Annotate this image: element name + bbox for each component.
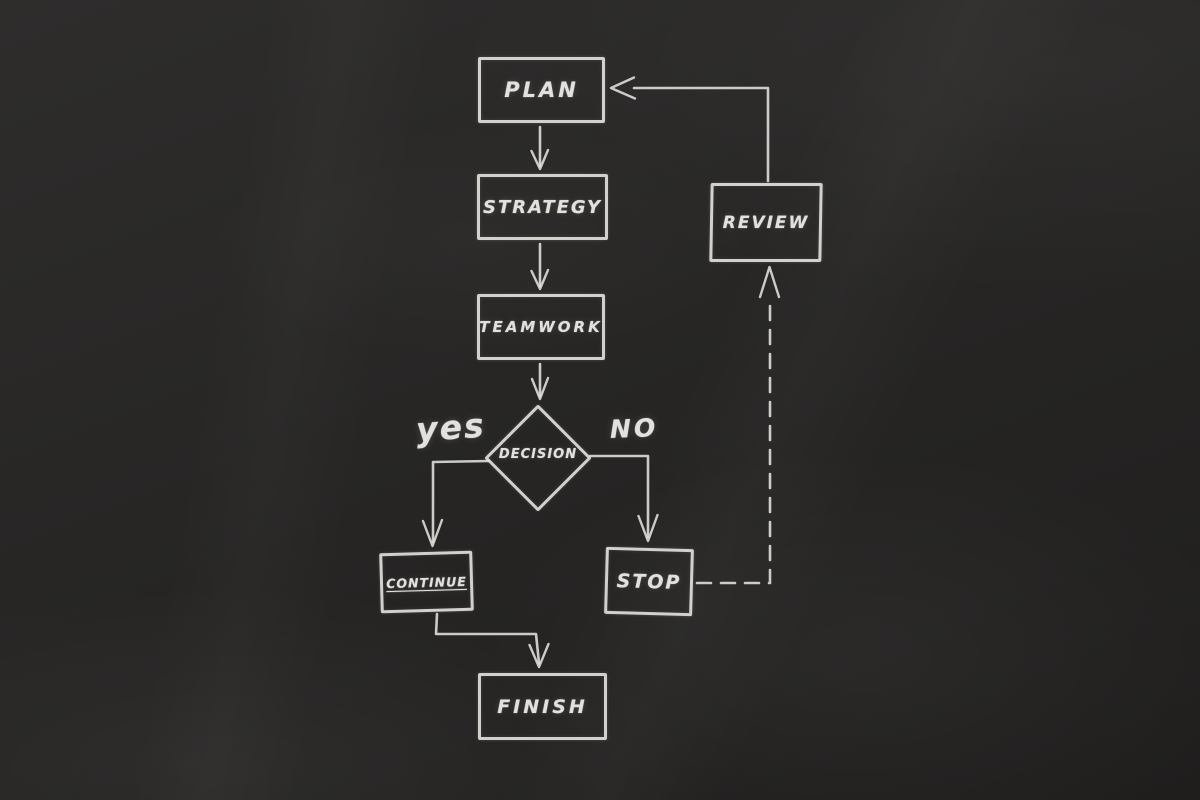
node-teamwork-label: TEAMWORK xyxy=(479,318,603,336)
edge-label-yes: yes xyxy=(414,405,487,450)
node-decision-label: DECISION xyxy=(498,447,578,462)
node-strategy-label: STRATEGY xyxy=(483,196,602,218)
node-finish: FINISH xyxy=(478,673,607,740)
node-plan-label: PLAN xyxy=(504,78,579,102)
node-review: REVIEW xyxy=(709,183,823,262)
node-finish-label: FINISH xyxy=(497,695,588,718)
node-continue-label: CONTINUE xyxy=(386,573,467,591)
node-stop-label: STOP xyxy=(616,569,682,594)
node-teamwork: TEAMWORK xyxy=(477,294,605,360)
node-continue: CONTINUE xyxy=(379,550,474,614)
node-strategy: STRATEGY xyxy=(477,174,608,240)
node-plan: PLAN xyxy=(478,57,605,123)
node-review-label: REVIEW xyxy=(722,212,810,233)
edge-label-no: NO xyxy=(609,413,659,444)
node-stop: STOP xyxy=(604,546,694,617)
